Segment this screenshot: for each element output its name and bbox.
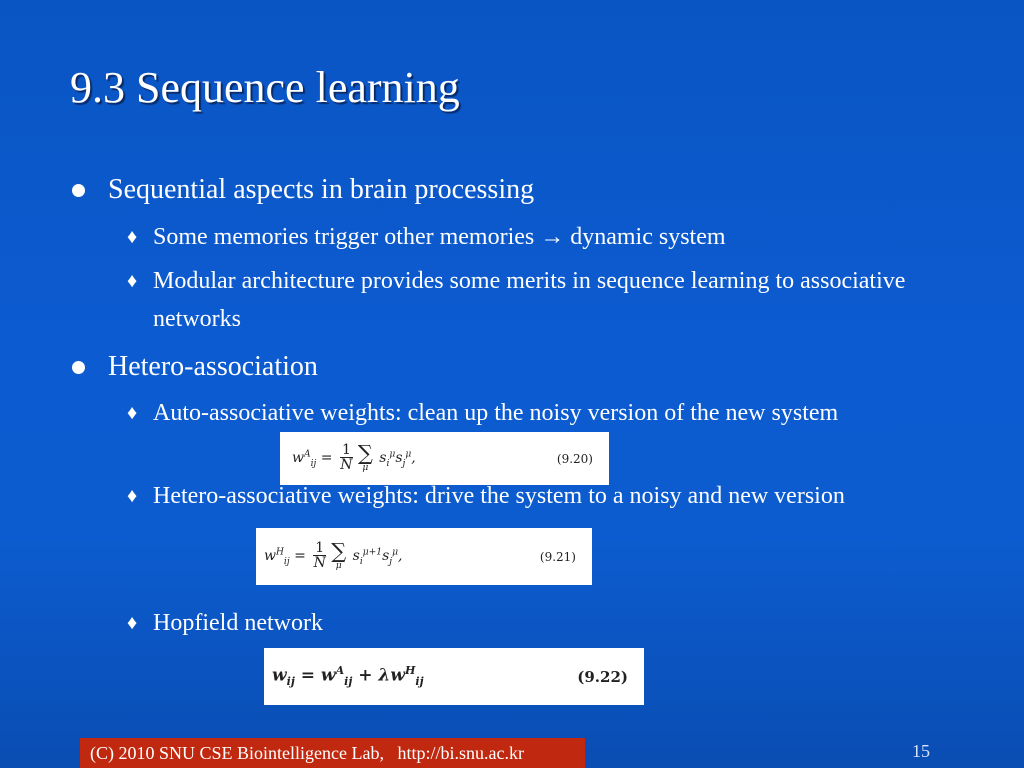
- sub-bullet-memories: Some memories trigger other memories → d…: [153, 224, 726, 250]
- diamond-bullet-icon: ♦: [127, 612, 138, 634]
- diamond-bullet-icon: ♦: [127, 226, 138, 248]
- equation-number: (9.20): [556, 451, 593, 466]
- sub-bullet-modular: Modular architecture provides some merit…: [153, 268, 906, 332]
- bullet-dot: [72, 184, 85, 197]
- diamond-bullet-icon: ♦: [127, 402, 138, 424]
- sub-bullet-hopfield: Hopfield network: [153, 610, 323, 636]
- equation-9-22-formula: wij = wAij + λwHij: [272, 664, 424, 689]
- diamond-bullet-icon: ♦: [127, 485, 138, 507]
- sub-bullet-hetero-associative: Hetero-associative weights: drive the sy…: [153, 483, 845, 509]
- sub-bullet-auto-associative: Auto-associative weights: clean up the n…: [153, 400, 839, 426]
- bullet-dot: [72, 361, 85, 374]
- bullet-sequential-aspects: Sequential aspects in brain processing: [108, 174, 535, 205]
- bullet-hetero-association: Hetero-association: [108, 351, 318, 382]
- diamond-bullet-icon: ♦: [127, 270, 138, 292]
- equation-number: (9.22): [577, 667, 628, 686]
- equation-9-22-image: wij = wAij + λwHij (9.22): [264, 648, 644, 705]
- slide-title: 9.3 Sequence learning: [70, 63, 460, 112]
- equation-number: (9.21): [539, 549, 576, 564]
- page-number: 15: [912, 741, 930, 761]
- footer-credit: (C) 2010 SNU CSE Biointelligence Lab, ht…: [80, 738, 585, 768]
